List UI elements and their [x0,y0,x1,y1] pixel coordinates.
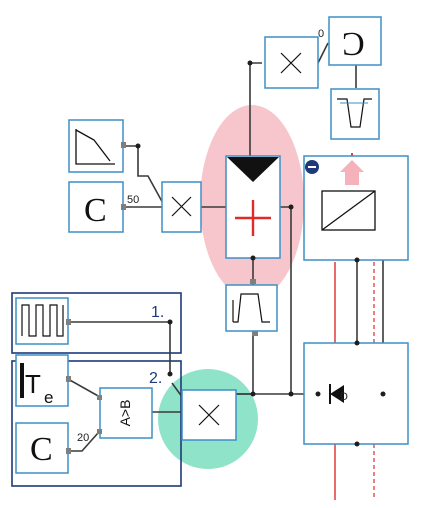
falling-curve-icon [75,129,115,165]
ports [66,142,258,454]
marker-1: 1. [151,304,164,321]
power-block[interactable] [328,16,382,66]
filter-block[interactable] [330,88,380,140]
constant-bottom-label: C [30,431,53,468]
temp-sub-label: e [44,388,53,407]
diode-triangle-icon [330,385,344,403]
notch-filter-icon [337,98,372,128]
group-frame-1 [11,292,182,354]
temperature-block[interactable] [15,354,69,407]
power-symbol: Ɔ [342,26,365,63]
multiply-icon-topright [280,52,302,74]
multiply-icon-bottom [198,404,220,426]
plus-icon [235,200,271,236]
diode-block[interactable] [303,342,409,445]
square-wave-icon [21,304,64,337]
minus-icon-bar [308,166,316,168]
diode-label: D [340,391,348,403]
junctions [135,60,386,447]
pulse-icon [232,293,270,323]
compare-label: A>B [117,400,133,427]
temp-label: T [25,369,41,399]
top-param-value: 50 [127,194,139,206]
pulse-block[interactable] [225,284,278,332]
constant-block-bottom[interactable] [15,422,69,474]
group-frame-2 [11,360,182,487]
sum-top-triangle-icon [227,157,279,182]
constant-top-label: C [84,192,107,229]
switch-label: 0 [318,28,324,40]
compare-block[interactable] [99,387,153,439]
bottom-param-value: 20 [77,432,89,444]
marker-2: 2. [149,370,162,387]
constant-block-top[interactable] [68,181,124,233]
converter-diagonal [321,190,376,231]
multiply-icon-top [171,196,192,217]
curve-block[interactable] [68,119,124,173]
feedback-arrow-icon [340,160,364,185]
temp-bar-icon [20,363,24,398]
